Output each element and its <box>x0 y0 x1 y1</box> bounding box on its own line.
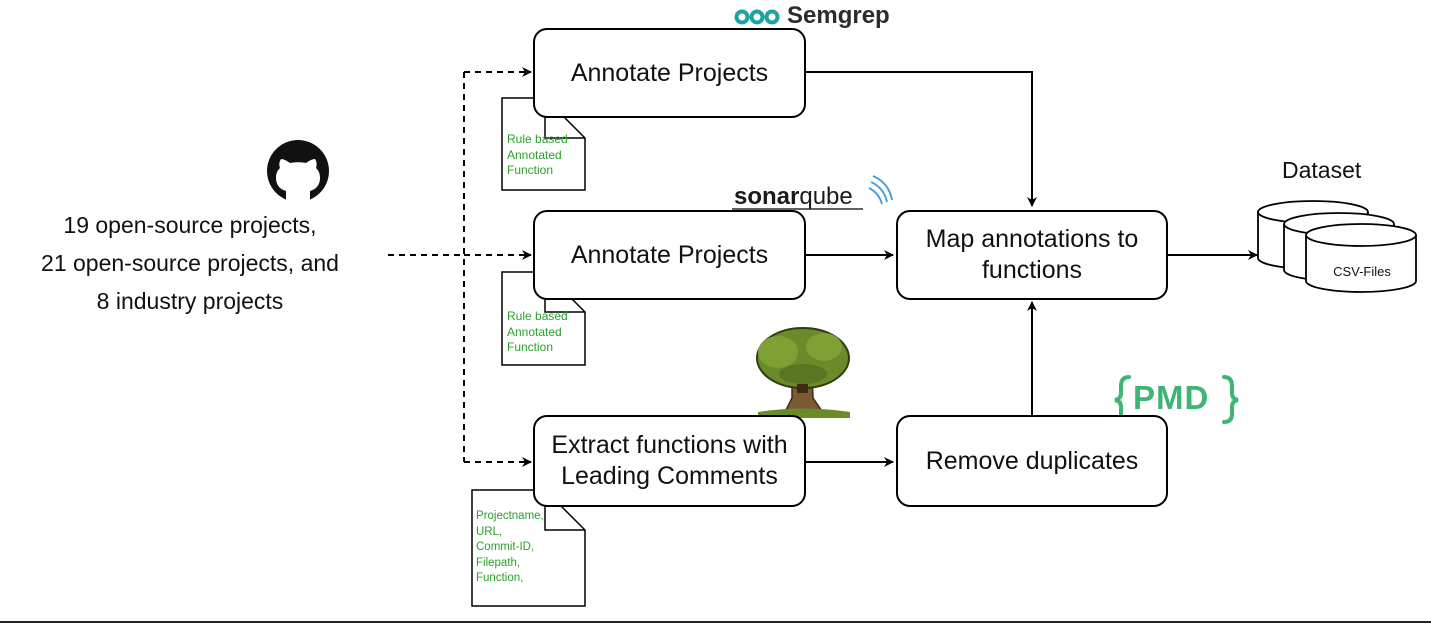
map-label-line1: Map annotations to <box>925 225 1139 253</box>
map-annotations-box: Map annotations to functions <box>896 210 1168 300</box>
note-sonar-text: Rule based Annotated Function <box>507 309 568 356</box>
note-extract-line-1: Projectname, <box>476 510 544 522</box>
note-extract-text: Projectname, URL, Commit-ID, Filepath, F… <box>476 509 544 587</box>
pmd-logo-text: PMD <box>1133 379 1210 416</box>
github-icon <box>267 140 329 202</box>
annotate-semgrep-label: Annotate Projects <box>570 58 769 87</box>
source-projects-text: 19 open-source projects, 21 open-source … <box>0 206 380 320</box>
database-icon <box>1257 200 1417 293</box>
note-semgrep-text: Rule based Annotated Function <box>507 132 568 179</box>
csv-files-label: CSV-Files <box>1333 264 1391 279</box>
remove-duplicates-box: Remove duplicates <box>896 415 1168 507</box>
remove-duplicates-label: Remove duplicates <box>925 446 1139 475</box>
note-semgrep-line-3: Function <box>507 163 554 177</box>
annotate-sonar-label: Annotate Projects <box>570 240 769 269</box>
annotate-projects-semgrep-box: Annotate Projects <box>533 28 806 118</box>
source-line-1: 19 open-source projects, <box>63 212 317 238</box>
extract-functions-box: Extract functions with Leading Comments <box>533 415 806 507</box>
note-sonar-line-1: Rule based <box>507 309 568 323</box>
sonarqube-waves-icon <box>868 175 893 205</box>
source-line-3: 8 industry projects <box>96 288 284 314</box>
note-sonar-line-2: Annotated <box>507 324 562 339</box>
source-line-2: 21 open-source projects, and <box>41 250 339 276</box>
sonar-bold-text: sonar <box>734 183 800 210</box>
semgrep-logo-icon <box>734 9 780 25</box>
note-semgrep-line-1: Rule based <box>507 132 568 146</box>
dataset-title: Dataset <box>1282 157 1362 183</box>
sonar-light-text: qube <box>799 183 853 210</box>
note-sonar-line-3: Function <box>507 340 554 354</box>
note-extract-line-3: Commit-ID, <box>476 541 535 553</box>
extract-label-line2: Leading Comments <box>561 462 778 490</box>
note-extract-line-2: URL, <box>476 525 503 538</box>
note-doc-extract <box>471 489 586 607</box>
annotate-projects-sonar-box: Annotate Projects <box>533 210 806 300</box>
sonarqube-logo-text: sonarqube <box>734 183 853 211</box>
extract-label-line1: Extract functions with <box>551 431 788 459</box>
note-extract-line-4: Filepath, <box>476 556 521 569</box>
semgrep-logo-text: Semgrep <box>787 2 890 29</box>
note-extract-line-5: Function, <box>476 572 524 584</box>
note-semgrep-line-2: Annotated <box>507 147 562 162</box>
map-label-line2: functions <box>981 256 1083 284</box>
tree-icon <box>756 327 850 418</box>
arrow-semgrep-to-map <box>806 71 1037 207</box>
